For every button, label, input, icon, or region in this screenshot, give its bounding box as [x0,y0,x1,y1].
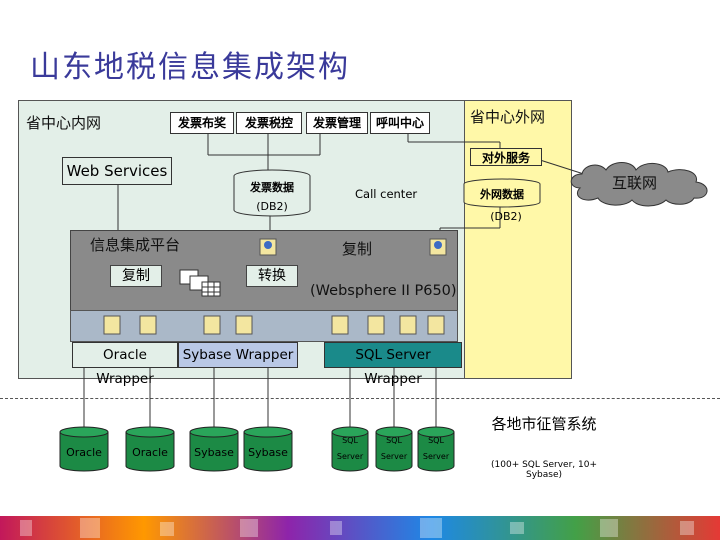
sybase-db-2: Sybase [248,446,288,459]
transform-box: 转换 [246,265,298,287]
sql-server-wrapper-box: SQL Server Wrapper [324,342,462,387]
copy-left-box: 复制 [110,265,162,287]
sql-db-1-top: SQL [342,436,358,445]
sql-db-3-top: SQL [428,436,444,445]
wrapper-band [70,310,458,342]
external-service-box: 对外服务 [470,148,542,166]
regional-systems-title: 各地市征管系统 [491,415,597,433]
outer-network-zone [464,100,572,379]
platform-label: 信息集成平台 [90,236,181,254]
app-invoice-management: 发票管理 [306,112,368,134]
table-icon [179,269,221,297]
oracle-wrapper-box: Oracle Wrapper [72,342,178,387]
wrapper-icons [103,315,445,335]
invoice-db-label: 发票数据 [250,181,294,194]
external-db-label: 外网数据 [480,188,524,201]
external-db-sub: (DB2) [490,210,522,223]
invoice-db-sub: (DB2) [256,200,288,213]
sql-db-2-top: SQL [386,436,402,445]
inner-network-label: 省中心内网 [26,114,102,132]
sql-db-2-bottom: Server [380,452,408,461]
sql-db-1-bottom: Server [336,452,364,461]
internet-label: 互联网 [612,174,658,192]
sybase-wrapper-box: Sybase Wrapper [178,342,298,368]
database-icon [429,238,447,256]
page-title: 山东地税信息集成架构 [30,50,350,85]
oracle-db-1: Oracle [66,446,102,459]
copy-right-label: 复制 [342,240,373,258]
separator-line [0,398,720,399]
invoice-db-cylinder [233,169,311,217]
app-invoice-lottery: 发票布奖 [170,112,234,134]
sybase-db-1: Sybase [194,446,234,459]
decorative-bottom-bar [0,516,720,540]
oracle-db-2: Oracle [132,446,168,459]
web-services-box: Web Services [62,157,172,185]
sql-db-3-bottom: Server [422,452,450,461]
outer-network-label: 省中心外网 [470,108,546,126]
source-db-cylinders [59,426,455,472]
regional-systems-note: (100+ SQL Server, 10+ Sybase) [491,460,597,480]
database-icon [259,238,277,256]
websphere-label: (Websphere II P650) [310,283,457,299]
app-call-center: 呼叫中心 [370,112,430,134]
call-center-label: Call center [355,187,418,201]
external-db-cylinder [463,178,541,208]
app-invoice-taxcontrol: 发票税控 [236,112,302,134]
cloud-icon [570,162,708,207]
external-service-label: 对外服务 [481,151,530,165]
